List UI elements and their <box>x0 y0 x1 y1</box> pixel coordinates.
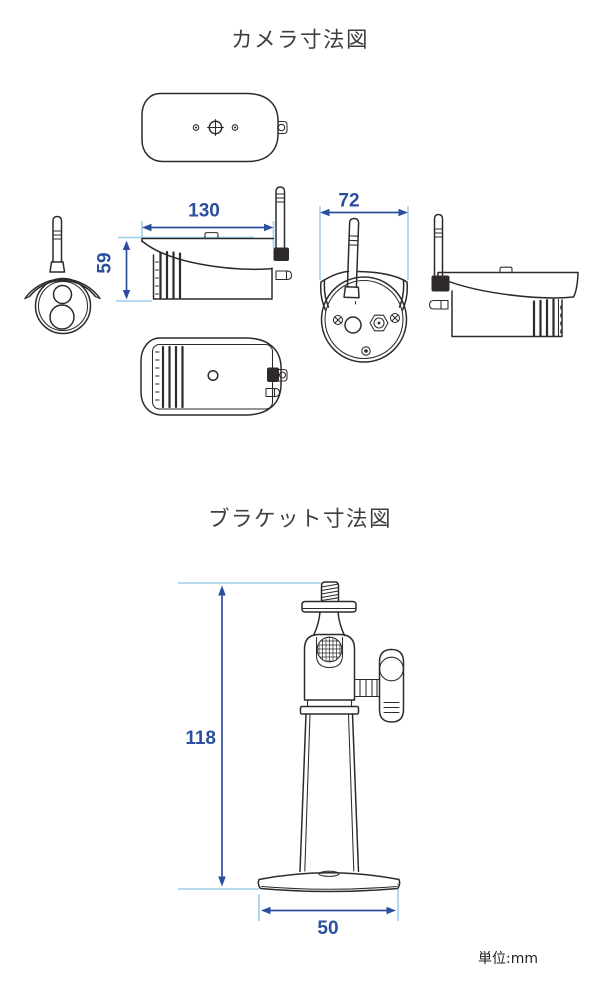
antenna-mount-hole <box>277 123 286 132</box>
sun-hood <box>141 240 273 270</box>
camera-height-value: 59 <box>95 252 116 273</box>
camera-depth-dimension: 72 <box>320 191 408 217</box>
antenna <box>52 215 63 263</box>
mount-screw-hole <box>207 369 219 382</box>
sun-hood <box>437 271 579 299</box>
antenna <box>433 213 444 277</box>
cable-gland-nut <box>369 314 389 332</box>
bracket-base-width-dimension: 50 <box>261 906 396 939</box>
ir-light <box>49 304 75 330</box>
camera-section-title: カメラ寸法図 <box>231 28 369 53</box>
ball-joint <box>316 636 343 663</box>
camera-rear-view <box>319 217 409 363</box>
antenna-connector <box>267 367 279 382</box>
unit-note: 単位:mm <box>478 951 538 967</box>
camera-depth-value: 72 <box>338 191 359 212</box>
bracket-height-value: 118 <box>185 728 216 749</box>
camera-right-side-view <box>428 213 579 338</box>
antenna-connector <box>273 247 289 261</box>
camera-bottom-view <box>140 337 288 416</box>
camera-front-view <box>24 215 101 335</box>
extension-lines <box>116 206 409 921</box>
bracket-height-dimension: 118 <box>185 585 226 887</box>
sun-hood <box>319 270 409 311</box>
locking-knob <box>378 648 405 723</box>
camera-width-value: 130 <box>188 201 220 222</box>
bracket-view <box>257 581 405 893</box>
camera-side-view <box>141 186 293 300</box>
antenna <box>275 186 286 249</box>
antenna <box>346 217 360 288</box>
camera-height-dimension: 59 <box>95 240 131 300</box>
bracket-section-title: ブラケット寸法図 <box>208 507 392 532</box>
camera-top-view <box>141 92 288 163</box>
camera-lens <box>52 284 73 305</box>
bracket-base-width-value: 50 <box>317 918 338 939</box>
camera-width-dimension: 130 <box>142 201 274 232</box>
bracket-column <box>299 713 360 873</box>
bracket-base <box>257 872 401 893</box>
